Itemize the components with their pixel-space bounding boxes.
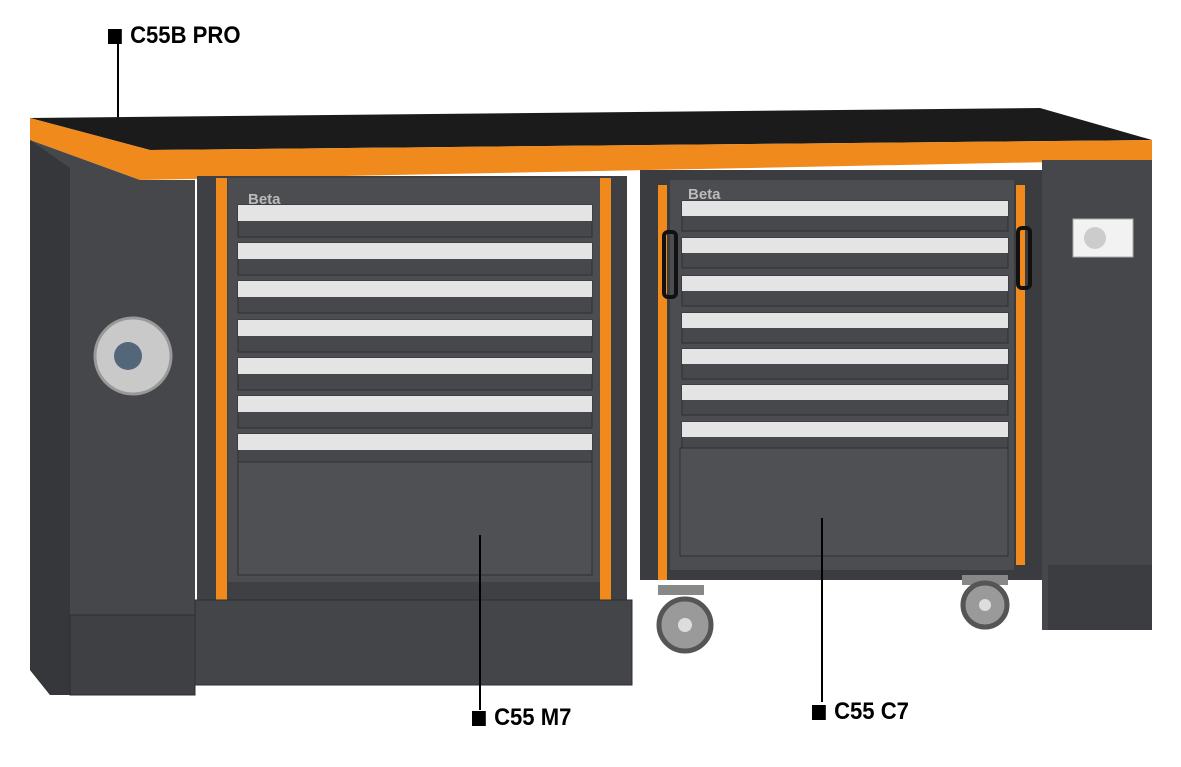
trolley-handle-left-icon[interactable]	[662, 230, 678, 299]
worktop-orange-edge	[30, 118, 1152, 180]
label-marker	[812, 704, 826, 720]
right-column-plinth	[1048, 565, 1152, 630]
caster-wheel-left-icon	[656, 585, 714, 654]
worktop-surface	[30, 108, 1152, 150]
label-text: C55 C7	[834, 698, 909, 725]
drawer-handle[interactable]	[682, 238, 1008, 253]
label-marker	[108, 28, 122, 44]
drawer-handle[interactable]	[238, 396, 592, 412]
caster-wheel-right-icon	[960, 575, 1010, 630]
label-text: C55B PRO	[130, 22, 241, 49]
drawer-handle[interactable]	[238, 281, 592, 297]
base-plinth	[194, 599, 633, 686]
drawer-handle[interactable]	[238, 243, 592, 259]
label-text: C55 M7	[494, 704, 572, 731]
drawer-handle[interactable]	[682, 313, 1008, 328]
left-column-side	[30, 140, 70, 695]
drawer-handle[interactable]	[682, 422, 1008, 437]
left-column-plinth	[69, 614, 196, 696]
drawer-handle[interactable]	[682, 349, 1008, 364]
drawer-handle[interactable]	[682, 276, 1008, 291]
drawer-handle[interactable]	[238, 358, 592, 374]
m7-orange-strip-right	[600, 178, 611, 608]
power-socket-hole	[1084, 227, 1106, 249]
label-marker	[472, 710, 486, 726]
drawer-handle[interactable]	[238, 205, 592, 221]
trolley-handle-right-icon[interactable]	[1016, 226, 1032, 290]
m7-orange-strip-left	[216, 178, 227, 608]
c7-orange-strip-right	[1016, 185, 1025, 565]
left-column	[30, 140, 195, 695]
brand-logo-c7: Beta	[688, 186, 721, 203]
brand-logo-m7: Beta	[248, 191, 281, 208]
label-c55-c7: C55 C7	[812, 698, 909, 726]
drawer-handle[interactable]	[682, 201, 1008, 216]
cable-grommet-inner	[114, 342, 142, 370]
drawer-handle[interactable]	[238, 320, 592, 336]
c7-bottom-drawer[interactable]	[679, 447, 1009, 557]
drawer-handle[interactable]	[682, 385, 1008, 400]
drawer-handle[interactable]	[238, 434, 592, 450]
m7-bottom-drawer[interactable]	[237, 461, 593, 576]
label-c55b-pro: C55B PRO	[108, 22, 241, 50]
c7-orange-strip-left	[658, 185, 667, 580]
label-c55-m7: C55 M7	[472, 704, 571, 732]
